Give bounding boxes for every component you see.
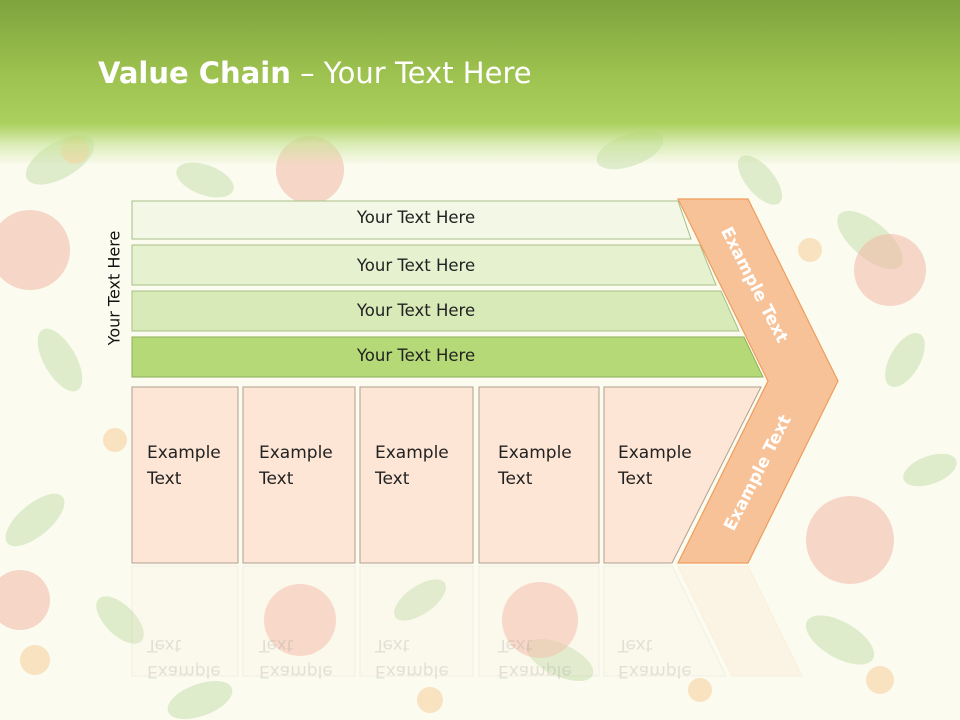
chevron-arrow <box>677 198 839 564</box>
box-1 <box>131 386 239 564</box>
band-4-label: Your Text Here <box>356 346 476 365</box>
band-1-label: Your Text Here <box>356 208 476 227</box>
band-3 <box>131 290 740 332</box>
band-4 <box>131 336 764 378</box>
title-rest: – Your Text Here <box>290 56 532 90</box>
slide-title: Value Chain – Your Text Here <box>98 56 532 90</box>
side-label: Your Text Here <box>104 230 124 346</box>
title-bold: Value Chain <box>98 56 291 90</box>
band-2-label: Your Text Here <box>356 256 476 275</box>
box-4 <box>478 386 600 564</box>
band-2 <box>131 244 717 286</box>
header-bar <box>0 0 960 165</box>
band-1 <box>131 200 692 240</box>
box-3 <box>359 386 474 564</box>
box-5 <box>603 386 762 564</box>
box-2 <box>242 386 356 564</box>
band-3-label: Your Text Here <box>356 301 476 320</box>
